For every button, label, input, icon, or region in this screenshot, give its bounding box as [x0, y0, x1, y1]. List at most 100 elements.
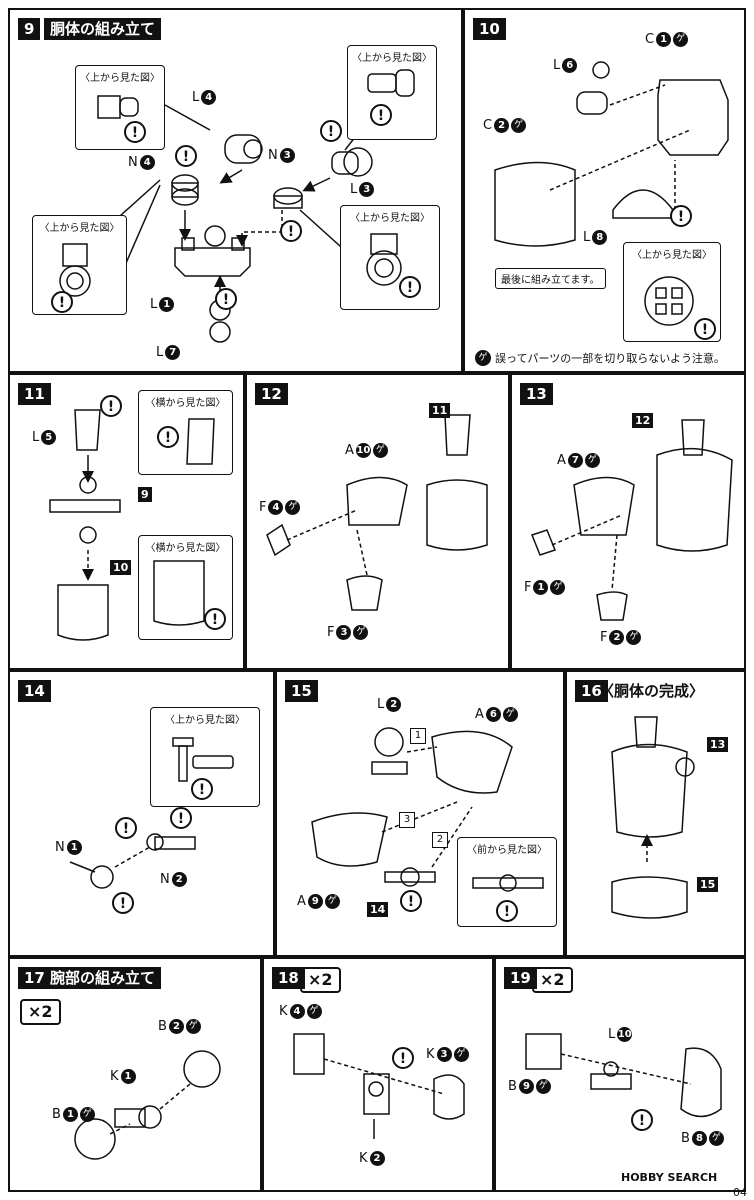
caution-icon: ! [51, 291, 73, 313]
step-number: 9 [18, 18, 41, 40]
step-18-illustration [293, 1033, 465, 1139]
gate-cut-icon: ゲ [372, 443, 388, 458]
step-9-panel: 9 胴体の組み立て [8, 8, 463, 373]
top-view-sketch [367, 69, 415, 97]
side-view-callout: 〈横から見た図〉 ! [138, 535, 233, 640]
caution-icon: ! [100, 395, 122, 417]
quantity-multiplier: ×2 [300, 967, 341, 993]
part-letter: F [524, 580, 532, 595]
step-15-illustration [311, 727, 513, 887]
part-letter: N [128, 155, 138, 170]
quantity-multiplier: ×2 [20, 999, 61, 1025]
gate-cut-icon: ゲ [550, 580, 566, 595]
part-letter: A [475, 707, 484, 722]
part-number: 4 [139, 155, 155, 170]
view-title: 〈上から見た図〉 [165, 715, 245, 726]
step-number: 15 [285, 680, 318, 702]
step-title: 〈胴体の完成〉 [599, 682, 705, 700]
part-letter: L [350, 182, 358, 197]
part-letter: A [297, 894, 306, 909]
part-number: 2 [494, 118, 510, 133]
part-letter: F [327, 625, 335, 640]
step-10-illustration [494, 61, 729, 247]
part-number: 2 [369, 1151, 385, 1166]
part-number: 6 [562, 58, 578, 73]
top-view-sketch [644, 276, 694, 326]
gate-cut-icon: ゲ [502, 707, 518, 722]
step-number: 12 [255, 383, 288, 405]
part-letter: B [52, 1107, 61, 1122]
step-ref-13: 13 [707, 737, 729, 752]
part-letter: F [600, 630, 608, 645]
caution-icon: ! [496, 900, 518, 922]
step-ref-11: 11 [429, 403, 451, 418]
gate-cut-icon: ゲ [535, 1079, 551, 1094]
view-title: 〈上から見た図〉 [352, 53, 432, 64]
side-view-sketch [186, 418, 215, 465]
part-number: 3 [336, 625, 352, 640]
part-letter: L [192, 90, 200, 105]
part-letter: L [377, 697, 385, 712]
step-16-panel: 16 〈胴体の完成〉 13 15 [565, 670, 746, 957]
part-number: 3 [279, 148, 295, 163]
view-title: 〈前から見た図〉 [467, 845, 547, 856]
watermark-logo: HOBBY SEARCH [621, 1171, 718, 1184]
assemble-last-note: 最後に組み立てます。 [495, 268, 606, 289]
caution-icon: ! [204, 608, 226, 630]
part-number: 4 [289, 1004, 305, 1019]
part-number: 8 [592, 230, 608, 245]
caution-icon: ! [399, 276, 421, 298]
step-ref-9: 9 [138, 487, 152, 502]
part-letter: N [55, 840, 65, 855]
sequence-3: 3 [399, 812, 415, 828]
step-ref-15: 15 [697, 877, 719, 892]
caution-note: ゲ 誤ってパーツの一部を切り取らないよう注意。 [475, 350, 725, 366]
part-letter: L [553, 58, 561, 73]
caution-icon: ! [191, 778, 213, 800]
step-title: 胴体の組み立て [44, 18, 162, 40]
part-number: 4 [268, 500, 284, 515]
part-letter: L [156, 345, 164, 360]
caution-icon: ! [670, 205, 692, 227]
part-number: 4 [201, 90, 217, 105]
top-view-sketch [59, 243, 91, 297]
part-number: 1 [656, 32, 672, 47]
caution-icon: ! [400, 890, 422, 912]
part-number: 2 [386, 697, 402, 712]
part-number: 2 [168, 1019, 184, 1034]
view-title: 〈上から見た図〉 [39, 223, 120, 234]
gate-cut-icon: ゲ [285, 500, 301, 515]
part-letter: F [259, 500, 267, 515]
step-19-illustration [525, 1033, 722, 1118]
caution-icon: ! [124, 121, 146, 143]
front-view-callout: 〈前から見た図〉 ! [457, 837, 557, 927]
caution-icon: ! [215, 288, 237, 310]
part-letter: B [508, 1079, 517, 1094]
step-title: 腕部の組み立て [44, 967, 162, 989]
page-number: 04 [733, 1186, 747, 1199]
gate-cut-icon: ゲ [511, 118, 527, 133]
part-number: 1 [120, 1069, 136, 1084]
top-view-callout: 〈上から見た図〉 ! [32, 215, 127, 315]
step-11-illustration [49, 409, 121, 641]
side-view-sketch [153, 560, 205, 626]
top-view-callout: 〈上から見た図〉 ! [150, 707, 260, 807]
part-letter: A [557, 453, 566, 468]
